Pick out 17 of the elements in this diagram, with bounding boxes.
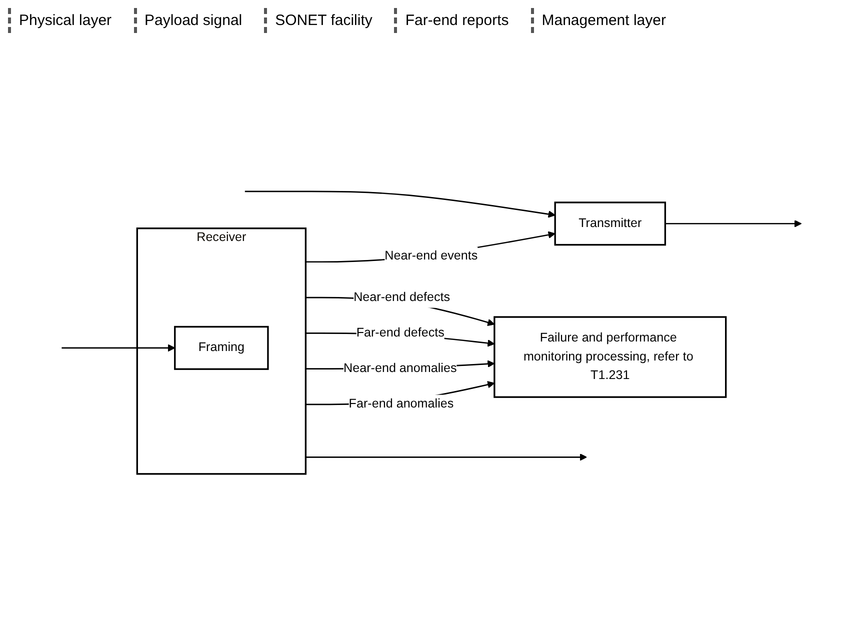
edge-label: Near-end events bbox=[384, 248, 478, 262]
annotation-label: Management layer bbox=[530, 8, 674, 33]
annotation-label: SONET facility bbox=[264, 8, 380, 33]
node-box: Framing bbox=[174, 326, 269, 370]
annotation-label: Far-end reports bbox=[394, 8, 517, 33]
arrow bbox=[665, 220, 802, 227]
annotation-label: Physical layer bbox=[8, 8, 120, 33]
arrow bbox=[62, 344, 176, 352]
edge-label: Far-end defects bbox=[356, 325, 444, 340]
arrow bbox=[244, 190, 556, 218]
node-box: Failure and performance monitoring processing, refer to T1.231 bbox=[494, 316, 727, 398]
edge-label: Near-end defects bbox=[354, 290, 450, 304]
annotation-label: Payload signal bbox=[134, 8, 250, 33]
arrow bbox=[306, 453, 587, 461]
node-box: Transmitter bbox=[554, 201, 666, 246]
edge-label: Far-end anomalies bbox=[348, 396, 454, 410]
edge-label: Near-end anomalies bbox=[344, 360, 457, 375]
